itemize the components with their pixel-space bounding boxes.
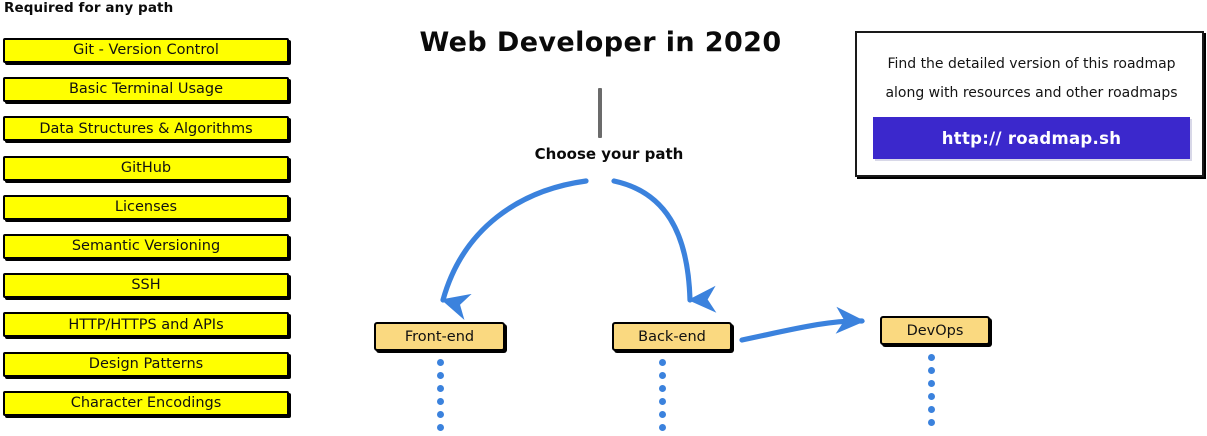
roadmap-url-button[interactable]: http:// roadmap.sh xyxy=(873,117,1190,159)
required-topic-box[interactable]: Licenses xyxy=(3,194,289,220)
dotted-continuation-frontend xyxy=(437,359,445,436)
required-topic-box[interactable]: Character Encodings xyxy=(3,390,289,416)
dot xyxy=(659,372,666,379)
dot xyxy=(437,372,444,379)
required-topic-label: Character Encodings xyxy=(70,394,222,411)
required-topic-box[interactable]: GitHub xyxy=(3,155,289,181)
required-topic-label: SSH xyxy=(131,277,161,294)
page-title-text: Web Developer in 2020 xyxy=(419,27,782,58)
roadmap-info-card: Find the detailed version of this roadma… xyxy=(855,31,1204,177)
required-topic-label: Basic Terminal Usage xyxy=(68,81,224,98)
required-topic-label: GitHub xyxy=(120,159,172,176)
dot xyxy=(659,359,666,366)
dot xyxy=(659,424,666,431)
required-topic-box[interactable]: Data Structures & Algorithms xyxy=(3,116,289,142)
dot xyxy=(928,419,935,426)
dot xyxy=(659,385,666,392)
curved-down-arrow-frontend-icon xyxy=(440,178,589,320)
roadmap-url-label: http:// roadmap.sh xyxy=(941,128,1122,148)
required-topic-label: Design Patterns xyxy=(88,355,204,372)
required-topic-label: Semantic Versioning xyxy=(71,238,221,255)
required-topic-box[interactable]: HTTP/HTTPS and APIs xyxy=(3,312,289,338)
path-box-back-end[interactable]: Back-end xyxy=(612,322,732,351)
dot xyxy=(437,398,444,405)
required-topic-box[interactable]: Basic Terminal Usage xyxy=(3,77,289,103)
path-box-label: Front-end xyxy=(404,328,475,345)
dot xyxy=(928,354,935,361)
dot xyxy=(928,406,935,413)
path-box-front-end[interactable]: Front-end xyxy=(374,322,505,351)
curved-right-arrow-devops-icon xyxy=(739,306,866,343)
required-topic-label: Licenses xyxy=(114,199,178,215)
vertical-line-connector-icon xyxy=(598,88,602,138)
dot xyxy=(437,385,444,392)
dot xyxy=(437,411,444,418)
path-box-label: DevOps xyxy=(906,322,964,339)
path-box-label: Back-end xyxy=(638,328,706,345)
info-card-line-1: Find the detailed version of this roadma… xyxy=(887,56,1176,72)
required-topic-box[interactable]: Semantic Versioning xyxy=(3,233,289,259)
required-topic-box[interactable]: Git - Version Control xyxy=(3,38,289,63)
required-topic-label: Data Structures & Algorithms xyxy=(39,120,253,137)
required-section-heading: Required for any path xyxy=(4,0,174,16)
dot xyxy=(437,359,444,366)
choose-your-path-label: Choose your path xyxy=(534,145,684,163)
path-box-devops[interactable]: DevOps xyxy=(880,316,990,345)
curved-down-arrow-backend-icon xyxy=(611,178,717,313)
dot xyxy=(928,367,935,374)
dotted-continuation-backend xyxy=(659,359,667,436)
required-topic-box[interactable]: Design Patterns xyxy=(3,351,289,377)
required-topic-label: Git - Version Control xyxy=(73,42,219,59)
dotted-continuation-devops xyxy=(928,354,936,432)
dot xyxy=(928,393,935,400)
info-card-line-2: along with resources and other roadmaps xyxy=(885,85,1178,101)
dot xyxy=(659,411,666,418)
dot xyxy=(437,424,444,431)
dot xyxy=(928,380,935,387)
required-topic-box[interactable]: SSH xyxy=(3,273,289,299)
dot xyxy=(659,398,666,405)
required-topic-label: HTTP/HTTPS and APIs xyxy=(68,316,224,333)
